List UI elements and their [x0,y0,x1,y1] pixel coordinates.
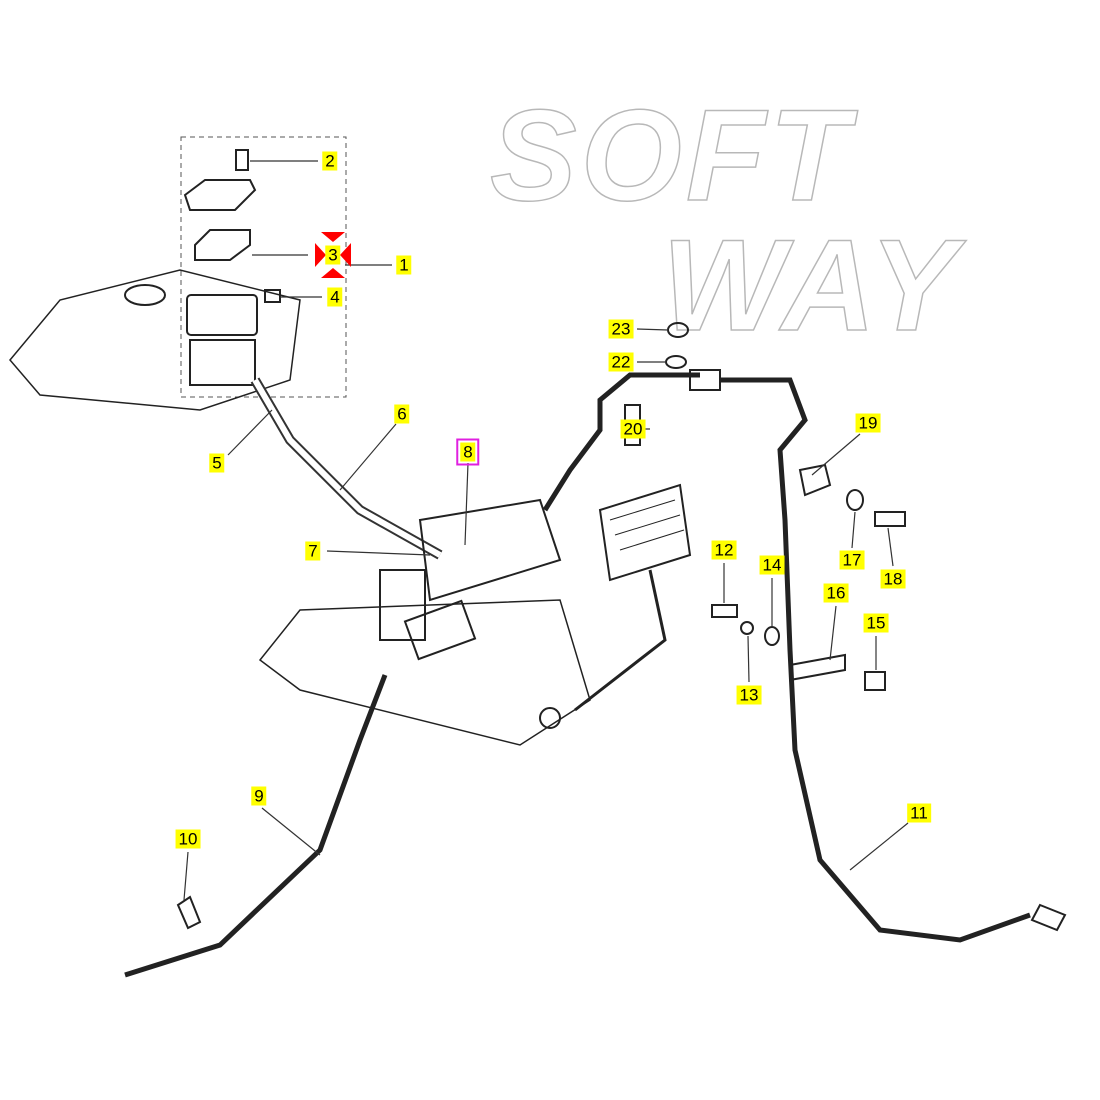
nut-part-4 [264,289,281,303]
nut-part-23 [667,322,689,338]
callout-4[interactable]: 4 [327,287,343,307]
pipe-upper [542,372,700,512]
callout-23[interactable]: 23 [608,319,634,339]
callout-13[interactable]: 13 [736,685,762,705]
bolt-part-2 [235,149,249,171]
callout-11[interactable]: 11 [907,803,931,823]
bracket-part-16 [789,653,846,682]
washer-part-22 [665,355,687,369]
callout-16[interactable]: 16 [823,583,849,603]
callout-9[interactable]: 9 [251,786,267,806]
watermark-way: WAY [661,212,961,358]
callout-17[interactable]: 17 [839,550,865,570]
callout-20[interactable]: 20 [620,419,646,439]
bolt-part-12 [711,604,738,618]
callout-22[interactable]: 22 [608,352,634,372]
callout-1[interactable]: 1 [396,255,412,275]
callout-12[interactable]: 12 [711,540,737,560]
bolt-part-18 [874,511,906,527]
hose-part-9 [124,674,388,978]
cap-part [183,179,257,211]
washer-part-14 [764,626,780,646]
callout-5[interactable]: 5 [209,453,225,473]
washer-part-17 [846,489,864,511]
callout-19[interactable]: 19 [855,413,881,433]
callout-15[interactable]: 15 [863,613,889,633]
fluid-reservoir [9,269,301,411]
washer-part-13 [740,621,754,635]
assembly-group-box [180,136,347,398]
bracket-part-19 [798,463,832,497]
hose-end-fitting [1030,903,1067,932]
callout-10[interactable]: 10 [175,829,201,849]
pedal-bracket [258,483,692,746]
seal-part-3 [194,229,251,261]
hose-part-6 [250,377,443,560]
highlight-arrows [315,232,351,278]
callout-14[interactable]: 14 [759,555,785,575]
callout-7[interactable]: 7 [305,541,321,561]
clip-part-10 [176,895,202,930]
callout-2[interactable]: 2 [322,151,338,171]
callout-6[interactable]: 6 [394,404,410,424]
leader-lines [183,160,909,901]
callout-3[interactable]: 3 [325,245,341,265]
hose-part-11 [720,377,1031,943]
nut-part-15 [864,671,886,691]
watermark-soft: SOFT [489,82,853,228]
callout-18[interactable]: 18 [880,569,906,589]
callout-8[interactable]: 8 [456,438,480,466]
